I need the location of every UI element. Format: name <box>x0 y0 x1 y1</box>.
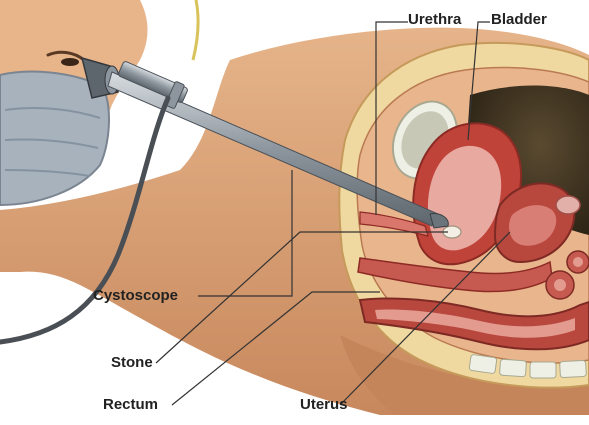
rectum-label: Rectum <box>103 397 158 413</box>
doctor-eye-ball <box>61 58 79 66</box>
ovary <box>556 196 580 214</box>
stone-label: Stone <box>111 355 153 371</box>
cystoscope-label: Cystoscope <box>93 288 178 304</box>
uterus-label: Uterus <box>300 397 348 413</box>
urethra-label: Urethra <box>408 12 461 28</box>
bladder-label: Bladder <box>491 12 547 28</box>
